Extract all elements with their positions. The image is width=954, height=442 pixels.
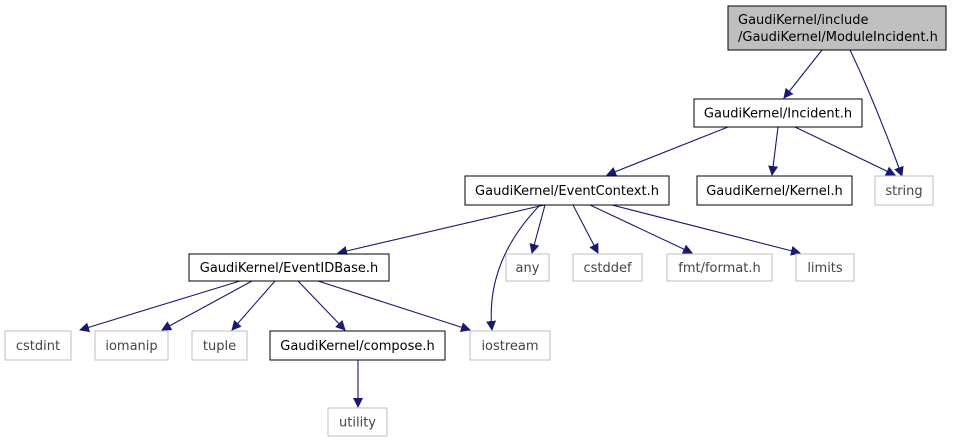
node-utility: utility xyxy=(327,407,388,437)
node-cstdint: cstdint xyxy=(4,330,72,361)
node-incident_h[interactable]: GaudiKernel/Incident.h xyxy=(693,98,863,128)
node-label: GaudiKernel/EventIDBase.h xyxy=(200,261,378,276)
node-compose_h[interactable]: GaudiKernel/compose.h xyxy=(269,330,446,361)
edge-incident_h-to-string xyxy=(794,126,896,176)
node-box xyxy=(188,253,390,282)
node-label: cstddef xyxy=(583,261,632,276)
node-box xyxy=(464,175,670,206)
node-box xyxy=(191,330,248,361)
node-box xyxy=(693,98,863,128)
edge-eventidbase_h-to-cstdint xyxy=(79,280,241,333)
node-string: string xyxy=(874,175,934,206)
node-box xyxy=(505,253,550,282)
node-label: string xyxy=(885,184,922,199)
node-fmt_format: fmt/format.h xyxy=(666,253,773,282)
node-box xyxy=(4,330,72,361)
node-label: iostream xyxy=(481,339,538,354)
node-iostream: iostream xyxy=(469,330,551,361)
edge-eventcontext_h-to-any xyxy=(529,204,546,254)
node-eventidbase_h[interactable]: GaudiKernel/EventIDBase.h xyxy=(188,253,390,282)
edge-eventcontext_h-to-fmt_format xyxy=(589,204,693,254)
node-box xyxy=(696,175,853,206)
node-label: GaudiKernel/compose.h xyxy=(280,339,434,354)
node-label: GaudiKernel/Kernel.h xyxy=(706,184,843,199)
edge-eventcontext_h-to-eventidbase_h xyxy=(337,204,545,256)
node-box xyxy=(727,5,947,51)
node-box xyxy=(874,175,934,206)
nodes-layer: GaudiKernel/include/GaudiKernel/ModuleIn… xyxy=(4,5,947,437)
edge-eventcontext_h-to-iostream xyxy=(486,204,541,331)
edge-eventcontext_h-to-limits xyxy=(611,204,801,256)
node-label: utility xyxy=(339,416,376,431)
node-label: /GaudiKernel/ModuleIncident.h xyxy=(738,30,938,45)
node-eventcontext_h[interactable]: GaudiKernel/EventContext.h xyxy=(464,175,670,206)
node-box xyxy=(469,330,551,361)
node-label: tuple xyxy=(203,339,236,354)
edge-incident_h-to-kernel_h xyxy=(768,126,779,176)
edge-eventidbase_h-to-compose_h xyxy=(297,280,346,331)
node-tuple: tuple xyxy=(191,330,248,361)
node-iomanip: iomanip xyxy=(94,330,169,361)
edge-module_incident-to-string xyxy=(849,49,904,177)
node-box xyxy=(572,253,643,282)
edges-layer xyxy=(79,49,904,408)
node-any: any xyxy=(505,253,550,282)
edge-eventidbase_h-to-iostream xyxy=(317,280,471,332)
node-label: any xyxy=(516,261,540,276)
node-label: GaudiKernel/EventContext.h xyxy=(475,184,659,199)
node-kernel_h[interactable]: GaudiKernel/Kernel.h xyxy=(696,175,853,206)
node-box xyxy=(269,330,446,361)
edge-incident_h-to-eventcontext_h xyxy=(606,126,729,177)
edge-module_incident-to-incident_h xyxy=(783,49,823,99)
node-label: GaudiKernel/Incident.h xyxy=(704,107,852,122)
node-limits: limits xyxy=(795,253,855,282)
edge-eventidbase_h-to-tuple xyxy=(231,280,276,331)
node-label: iomanip xyxy=(105,339,157,354)
node-label: cstdint xyxy=(16,339,60,354)
node-box xyxy=(94,330,169,361)
node-box xyxy=(795,253,855,282)
node-label: limits xyxy=(807,261,843,276)
node-box xyxy=(327,407,388,437)
node-label: GaudiKernel/include xyxy=(738,13,868,28)
edge-eventcontext_h-to-cstddef xyxy=(572,204,599,254)
edge-eventidbase_h-to-iomanip xyxy=(161,280,253,331)
node-label: fmt/format.h xyxy=(678,261,760,276)
node-module_incident: GaudiKernel/include/GaudiKernel/ModuleIn… xyxy=(727,5,947,51)
node-box xyxy=(666,253,773,282)
node-cstddef: cstddef xyxy=(572,253,643,282)
